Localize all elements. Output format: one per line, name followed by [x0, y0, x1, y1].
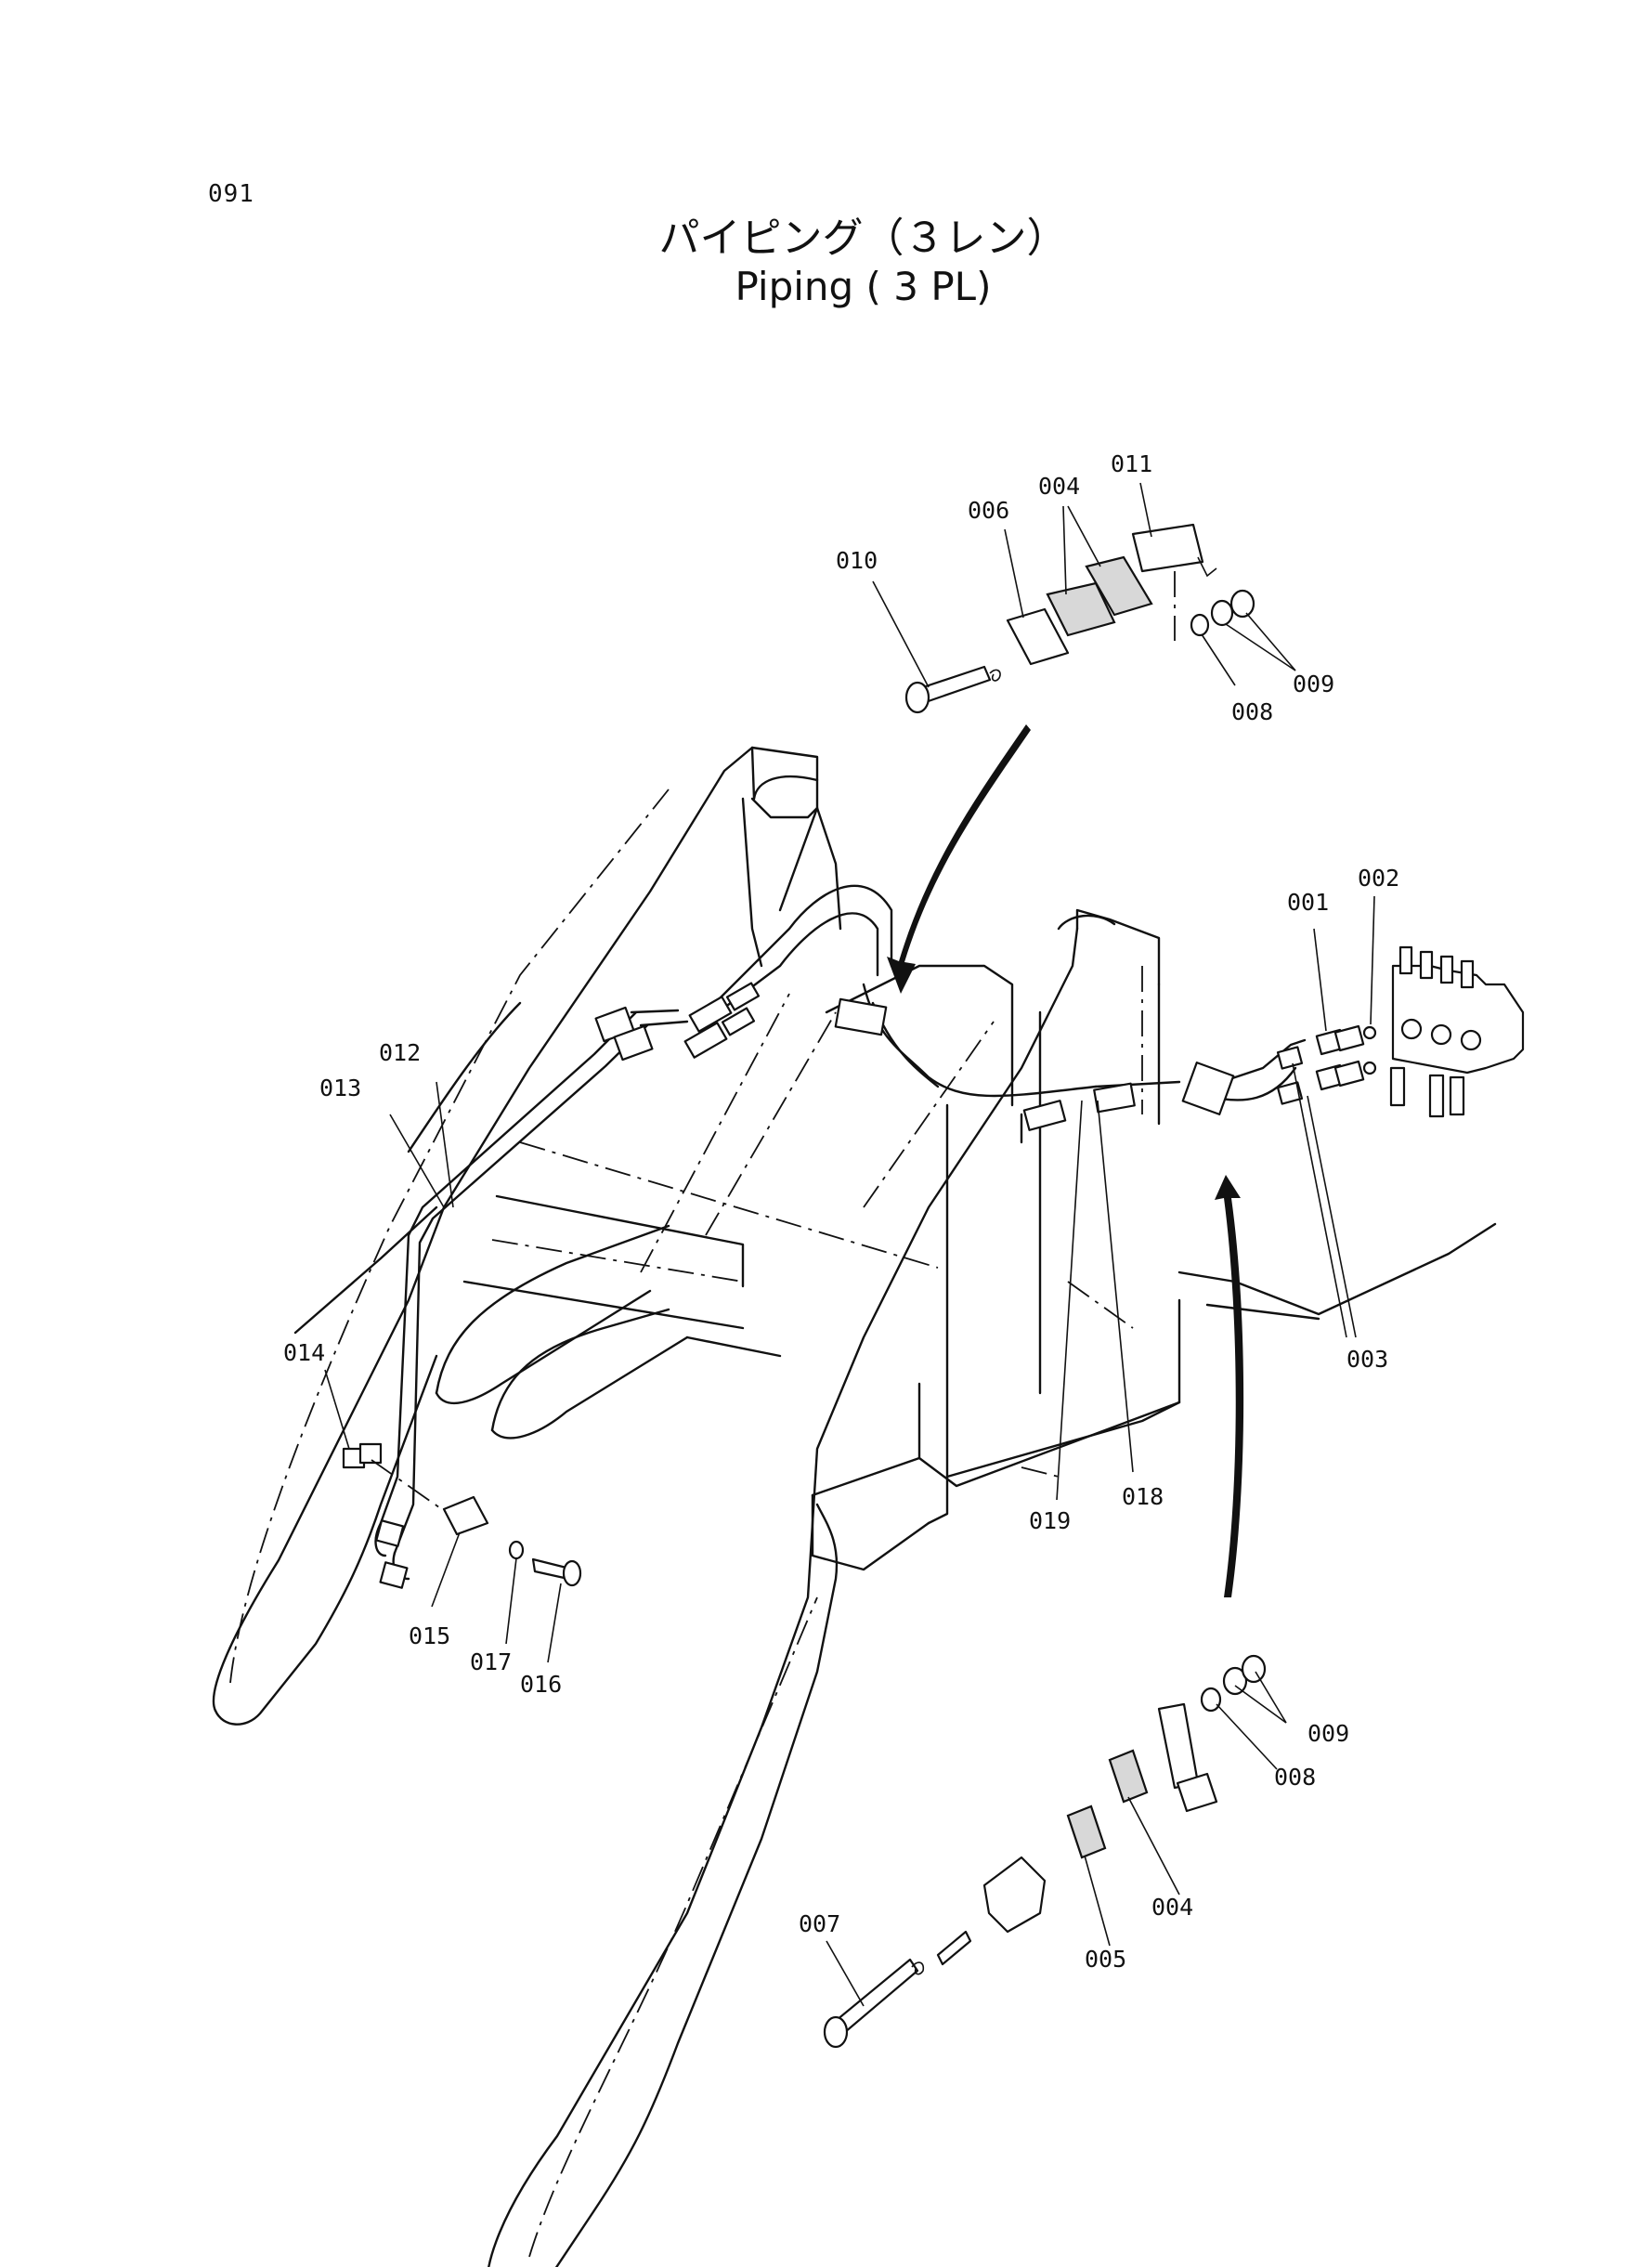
boom-frame [212, 746, 1497, 2267]
pipe-end-fittings [342, 1442, 409, 1589]
callout-labels: 010 006 004 011 008 009 001 002 003 012 … [283, 450, 1399, 1973]
bottom-clamp-detail [823, 1654, 1267, 2049]
callout-004-top: 004 [1038, 473, 1080, 500]
callout-009-top: 009 [1293, 671, 1334, 697]
callout-015: 015 [409, 1622, 450, 1649]
center-lines [229, 788, 1143, 2258]
top-clamp-detail [904, 523, 1255, 714]
callout-003: 003 [1346, 1346, 1388, 1373]
indicator-arrows [887, 724, 1244, 1597]
pipes [374, 884, 1307, 1581]
callout-008-top: 008 [1231, 698, 1273, 725]
control-valve [1276, 945, 1525, 1118]
callout-009-bottom: 009 [1307, 1720, 1349, 1747]
callout-019: 019 [1029, 1507, 1071, 1534]
callout-004-bottom: 004 [1151, 1894, 1193, 1921]
callout-005: 005 [1085, 1946, 1126, 1973]
callout-013: 013 [319, 1075, 361, 1101]
callout-010: 010 [836, 547, 878, 574]
callout-008-bottom: 008 [1274, 1764, 1316, 1791]
title-japanese: パイピング（３レン） [658, 215, 1068, 262]
callout-011: 011 [1111, 450, 1152, 477]
callout-017: 017 [470, 1648, 512, 1675]
callout-014: 014 [283, 1339, 325, 1366]
callout-007: 007 [799, 1910, 840, 1937]
callout-018: 018 [1122, 1483, 1164, 1510]
leader-lines [324, 482, 1375, 2007]
callout-012: 012 [379, 1039, 421, 1066]
left-clamp-detail [371, 1459, 582, 1587]
callout-001: 001 [1287, 889, 1329, 916]
callout-002: 002 [1358, 865, 1399, 892]
callout-016: 016 [520, 1671, 562, 1698]
page-number: 091 [208, 180, 254, 208]
callout-006: 006 [968, 497, 1009, 524]
boom-fittings [594, 982, 1235, 1131]
title-english: Piping ( 3 PL) [735, 264, 992, 309]
